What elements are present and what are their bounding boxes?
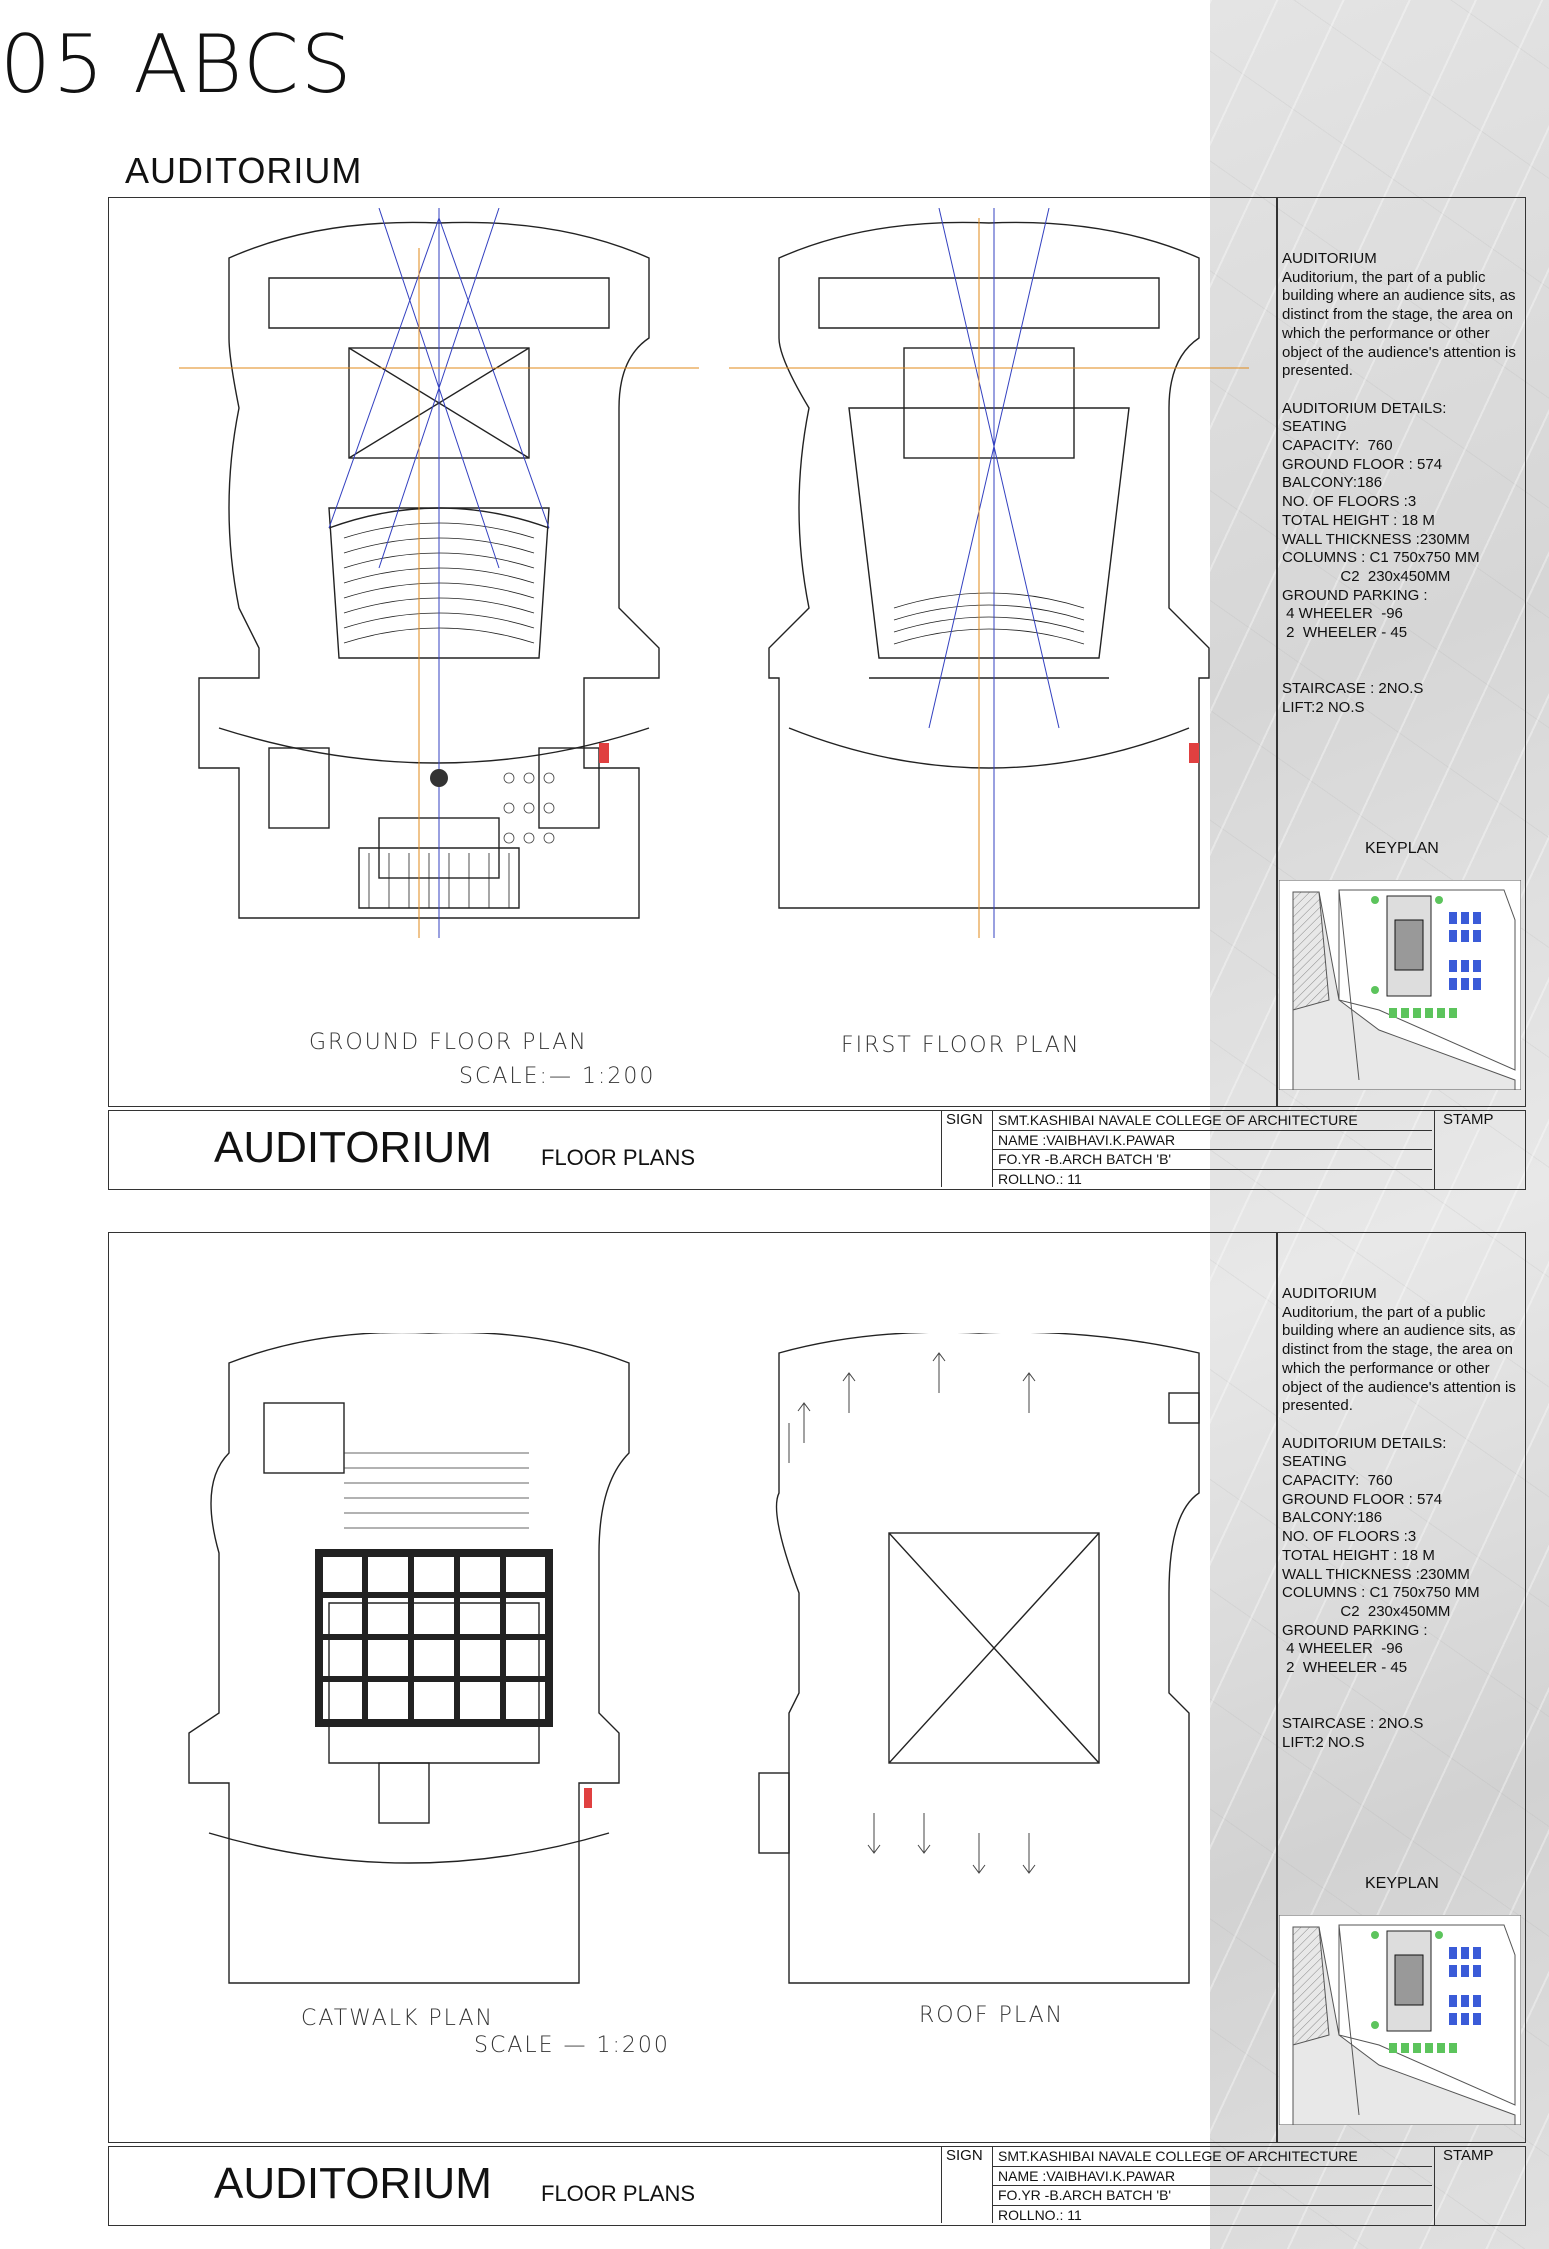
title-block-main-title: AUDITORIUM	[214, 2159, 492, 2208]
page-header: 05 ABCS	[0, 18, 354, 111]
stamp-label: STAMP	[1443, 1111, 1494, 1128]
keyplan-label: KEYPLAN	[1365, 1875, 1439, 1892]
title-block-subtitle: FLOOR PLANS	[541, 2181, 696, 2206]
auditorium-description: AUDITORIUM Auditorium, the part of a pub…	[1282, 250, 1516, 716]
stamp-label: STAMP	[1443, 2147, 1494, 2164]
ground-floor-plan-drawing	[179, 208, 699, 938]
student-name: NAME :VAIBHAVI.K.PAWAR	[992, 1131, 1432, 1150]
sign-cell: SIGN	[941, 2147, 993, 2223]
catwalk-scale-label: SCALE — 1:200	[474, 2033, 670, 2058]
sign-label: SIGN	[946, 1111, 983, 1128]
auditorium-description: AUDITORIUM Auditorium, the part of a pub…	[1282, 1285, 1516, 1751]
student-year-batch: FO.YR -B.ARCH BATCH 'B'	[992, 1150, 1432, 1170]
keyplan-label: KEYPLAN	[1365, 840, 1439, 857]
college-name: SMT.KASHIBAI NAVALE COLLEGE OF ARCHITECT…	[992, 1111, 1432, 1131]
roof-plan-label: ROOF PLAN	[919, 2003, 1065, 2028]
drawing-sheet-1: AUDITORIUM Auditorium, the part of a pub…	[108, 197, 1526, 1107]
info-panel-divider	[1276, 1233, 1278, 2142]
page-title: ABCS	[133, 18, 354, 111]
title-block-2: AUDITORIUM FLOOR PLANS SIGN SMT.KASHIBAI…	[108, 2146, 1526, 2226]
catwalk-plan-drawing	[188, 1333, 630, 1984]
student-year-batch: FO.YR -B.ARCH BATCH 'B'	[992, 2186, 1432, 2206]
page-number: 05	[0, 18, 106, 111]
info-panel-divider	[1276, 198, 1278, 1106]
title-block-main-title: AUDITORIUM	[214, 1123, 492, 1172]
title-block-1: AUDITORIUM FLOOR PLANS SIGN SMT.KASHIBAI…	[108, 1110, 1526, 1190]
student-info: SMT.KASHIBAI NAVALE COLLEGE OF ARCHITECT…	[992, 2147, 1432, 2225]
drawing-sheet-2: AUDITORIUM Auditorium, the part of a pub…	[108, 1232, 1526, 2143]
keyplan-drawing	[1279, 880, 1521, 1090]
section-title: AUDITORIUM	[125, 150, 363, 191]
student-roll-number: ROLLNO.: 11	[998, 2206, 1082, 2223]
ground-floor-scale-label: SCALE:— 1:200	[459, 1064, 656, 1089]
stamp-cell: STAMP	[1434, 2147, 1526, 2225]
student-info: SMT.KASHIBAI NAVALE COLLEGE OF ARCHITECT…	[992, 1111, 1432, 1189]
first-floor-plan-drawing	[729, 208, 1249, 938]
sign-cell: SIGN	[941, 1111, 993, 1187]
student-name: NAME :VAIBHAVI.K.PAWAR	[992, 2167, 1432, 2186]
first-floor-plan-label: FIRST FLOOR PLAN	[841, 1033, 1081, 1058]
marble-background	[1210, 0, 1549, 2249]
college-name: SMT.KASHIBAI NAVALE COLLEGE OF ARCHITECT…	[992, 2147, 1432, 2167]
catwalk-plan-label: CATWALK PLAN	[301, 2006, 494, 2031]
title-block-subtitle: FLOOR PLANS	[541, 1145, 696, 1170]
stamp-cell: STAMP	[1434, 1111, 1526, 1189]
roof-plan-drawing	[758, 1333, 1200, 1984]
student-roll-number: ROLLNO.: 11	[998, 1170, 1082, 1187]
ground-floor-plan-label: GROUND FLOOR PLAN	[309, 1030, 588, 1055]
keyplan-drawing	[1279, 1915, 1521, 2125]
sign-label: SIGN	[946, 2147, 983, 2164]
